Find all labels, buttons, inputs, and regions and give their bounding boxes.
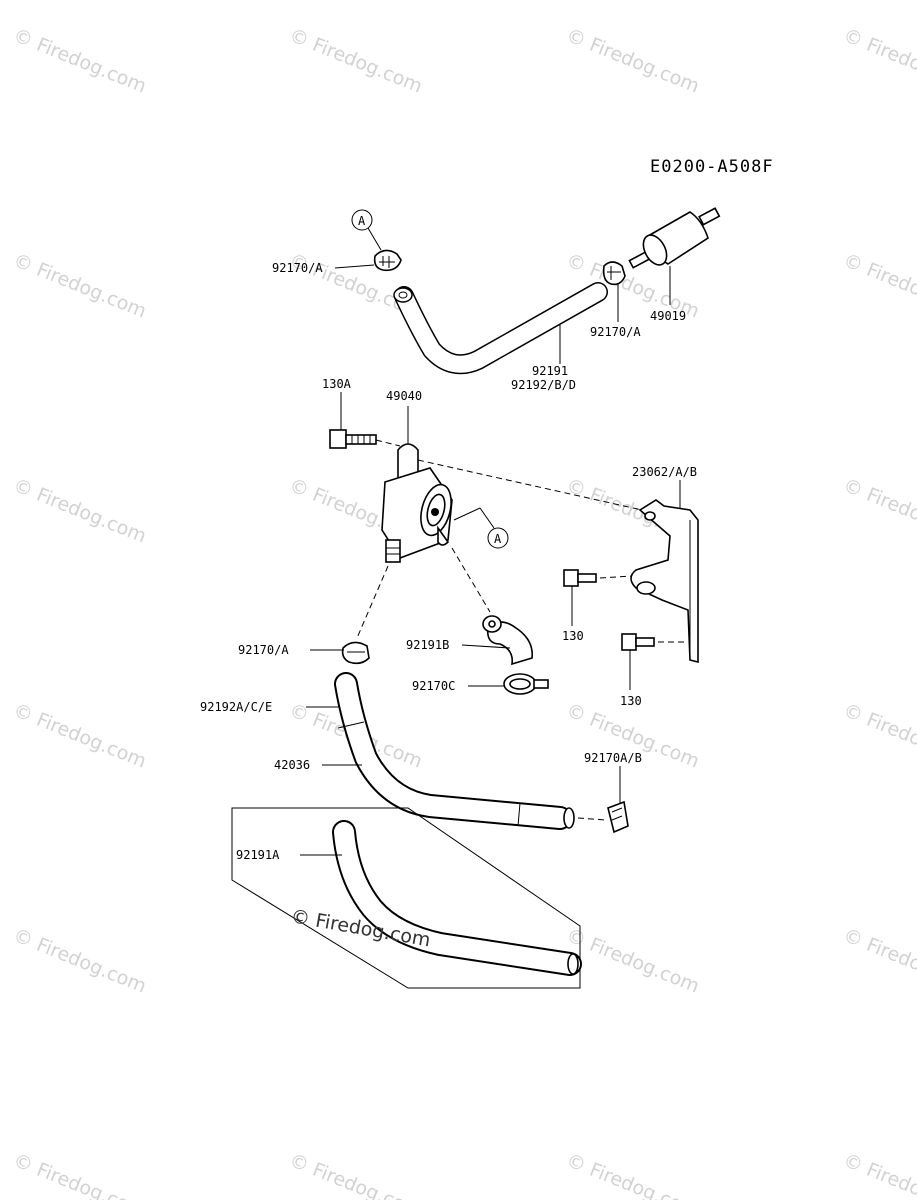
watermark: © Firedog.com: [840, 249, 917, 322]
label-23062-a-b: 23062/A/B: [632, 465, 697, 479]
label-92170a-middle: 92170/A: [238, 643, 289, 657]
label-49040: 49040: [386, 389, 422, 403]
watermark: © Firedog.com: [840, 924, 917, 997]
ref-marker-a-top: A: [351, 209, 382, 251]
watermark: © Firedog.com: [10, 924, 149, 997]
label-92191-top: 92191: [532, 364, 568, 378]
clamp-92170a-top-left: [373, 249, 402, 272]
clamp-92170a-top-right: [602, 261, 626, 286]
clamp-92170c: [503, 673, 549, 695]
bolt-130-lower: [621, 633, 655, 651]
watermark: © Firedog.com: [10, 474, 149, 547]
bolt-130a: [329, 429, 377, 449]
watermark: © Firedog.com: [563, 924, 702, 997]
diagram-code: E0200-A508F: [650, 157, 774, 177]
watermark: © Firedog.com: [840, 699, 917, 772]
watermark: © Firedog.com: [840, 474, 917, 547]
clamp-92170a-middle: [341, 641, 370, 665]
clamp-92170ab: [607, 800, 629, 834]
label-42036: 42036: [274, 758, 310, 772]
watermark: © Firedog.com: [10, 24, 149, 97]
fuel-pump-49040: [381, 443, 453, 563]
watermark: © Firedog.com: [10, 1149, 149, 1200]
watermark: © Firedog.com: [286, 1149, 425, 1200]
watermark-layer: © Firedog.com © Firedog.com © Firedog.co…: [10, 24, 917, 1200]
label-130-upper: 130: [562, 629, 584, 643]
watermark: © Firedog.com: [563, 24, 702, 97]
hose-92191a: [332, 820, 582, 976]
watermark: © Firedog.com: [840, 1149, 917, 1200]
label-130a: 130A: [322, 377, 352, 391]
watermark: © Firedog.com: [10, 249, 149, 322]
hose-92191b: [482, 615, 533, 666]
fuel-filter-49019: [628, 207, 721, 269]
bracket-23062: [630, 499, 699, 664]
label-92192a-c-e: 92192A/C/E: [200, 700, 272, 714]
watermark: © Firedog.com: [840, 24, 917, 97]
label-130-lower: 130: [620, 694, 642, 708]
ref-marker-a-middle: A: [487, 527, 509, 549]
variant-box: [231, 807, 581, 989]
hose-42036: [334, 672, 575, 830]
watermark: © Firedog.com: [563, 1149, 702, 1200]
ref-marker-letter: A: [358, 214, 366, 228]
label-92191a: 92191A: [236, 848, 280, 862]
watermark: © Firedog.com: [10, 699, 149, 772]
label-92170ab: 92170A/B: [584, 751, 642, 765]
label-92170a-top-right: 92170/A: [590, 325, 641, 339]
ref-marker-letter: A: [494, 532, 502, 546]
label-49019: 49019: [650, 309, 686, 323]
label-92170c: 92170C: [412, 679, 455, 693]
label-92191b: 92191B: [406, 638, 449, 652]
label-92170a-top-left: 92170/A: [272, 261, 323, 275]
watermark: © Firedog.com: [286, 24, 425, 97]
hose-92191-top: [393, 282, 608, 375]
label-92192-b-d: 92192/B/D: [511, 378, 576, 392]
bolt-130-upper: [563, 569, 597, 587]
